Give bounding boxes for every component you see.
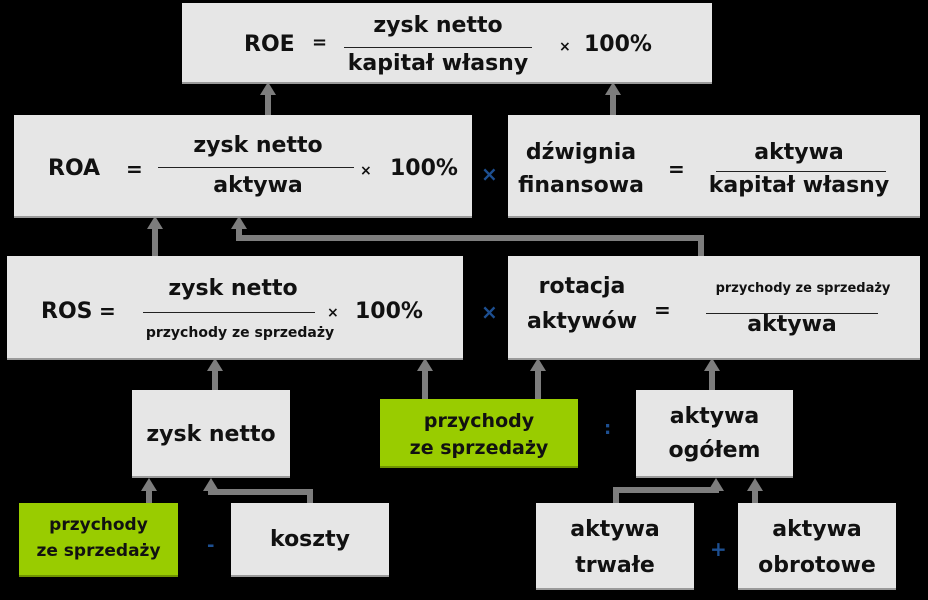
minus-operator: - [207,535,215,556]
total-assets-line1: aktywa [669,404,760,429]
leverage-denominator: kapitał własny [708,173,890,198]
current-assets-box: aktywa obrotowe [738,503,896,590]
roa-denominator: aktywa [213,173,303,198]
divide-operator: : [604,418,612,439]
costs-label: koszty [270,527,350,552]
turnover-denominator: aktywa [747,312,837,337]
revenue-bottom-line2: ze sprzedaży [36,541,161,561]
total-assets-box: aktywa ogółem [636,390,793,478]
ros-multiplier: 100% [355,299,423,324]
ros-equals: = [99,299,116,323]
plus-operator: + [710,537,727,561]
roa-numerator: zysk netto [193,133,323,158]
roa-fraction-bar [158,167,354,168]
roa-label: ROA [48,156,101,181]
ros-denominator: przychody ze sprzedaży [145,325,335,341]
roe-equals: = [312,32,328,53]
asset-turnover-box: rotacja aktywów = przychody ze sprzedaży… [508,256,920,360]
roe-label: ROE [244,32,295,57]
fixed-assets-line1: aktywa [570,517,660,542]
roe-formula-box: ROE = zysk netto kapitał własny × 100% [182,3,712,84]
multiply-operator-roa-leverage: × [481,162,498,186]
turnover-label-line1: rotacja [538,274,626,299]
revenue-box-bottom: przychody ze sprzedaży [19,503,178,577]
roe-fraction-bar [344,47,532,48]
ros-formula-box: ROS = zysk netto przychody ze sprzedaży … [7,256,463,360]
leverage-fraction-bar [716,171,886,172]
revenue-mid-line1: przychody [423,410,535,432]
roe-multiplier: 100% [584,32,652,57]
roa-multiplier: 100% [390,156,458,181]
leverage-equals: = [668,157,685,181]
leverage-numerator: aktywa [754,140,844,165]
total-assets-line2: ogółem [668,438,761,463]
current-assets-line1: aktywa [772,517,862,542]
turnover-fraction-bar [706,313,878,314]
multiply-operator-ros-turnover: × [481,300,498,324]
roa-equals: = [126,157,143,181]
leverage-label-line2: finansowa [518,173,644,198]
roa-formula-box: ROA = zysk netto aktywa × 100% [14,115,472,218]
ros-times: × [327,305,339,321]
turnover-equals: = [654,298,671,322]
fixed-assets-line2: trwałe [575,553,655,578]
turnover-numerator: przychody ze sprzedaży [715,281,891,296]
ros-fraction-bar [143,312,315,313]
revenue-mid-line2: ze sprzedaży [409,437,549,459]
roe-numerator: zysk netto [373,13,503,38]
revenue-box-mid: przychody ze sprzedaży [380,399,578,468]
revenue-bottom-line1: przychody [49,515,148,535]
ros-label: ROS [41,299,93,324]
leverage-label-line1: dźwignia [525,140,637,165]
fixed-assets-box: aktywa trwałe [536,503,694,590]
net-profit-label: zysk netto [146,422,276,447]
costs-box: koszty [231,503,389,577]
turnover-label-line2: aktywów [526,309,638,334]
current-assets-line2: obrotowe [758,553,876,578]
roe-times: × [559,39,571,55]
roe-denominator: kapitał własny [347,51,529,76]
financial-leverage-box: dźwignia finansowa = aktywa kapitał włas… [508,115,920,218]
ros-numerator: zysk netto [168,276,298,301]
net-profit-box: zysk netto [132,390,290,478]
roa-times: × [360,163,372,179]
